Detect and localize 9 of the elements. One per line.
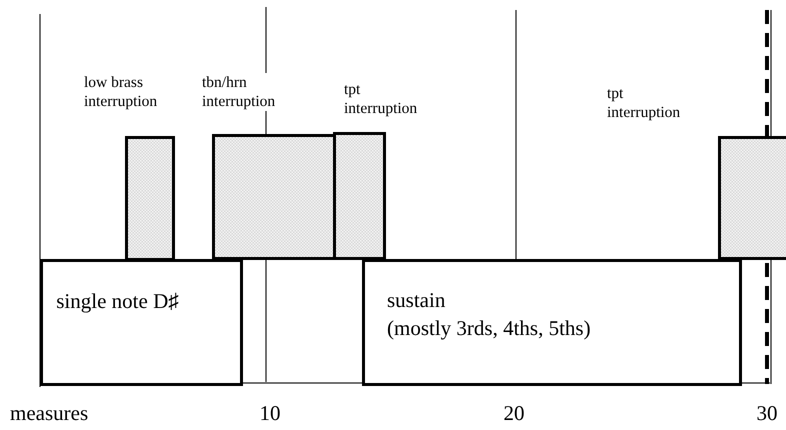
tick-label: 20 xyxy=(504,401,524,425)
tick-label: 30 xyxy=(756,401,778,425)
tick-label: 10 xyxy=(260,401,280,425)
section-box xyxy=(40,259,243,386)
section-box xyxy=(362,259,742,386)
axis-title: measures xyxy=(10,401,88,425)
section-title: single note D♯ xyxy=(55,288,180,315)
section-title: sustain xyxy=(387,287,446,314)
section-description: (mostly 3rds, 4ths, 5ths) xyxy=(387,315,592,342)
